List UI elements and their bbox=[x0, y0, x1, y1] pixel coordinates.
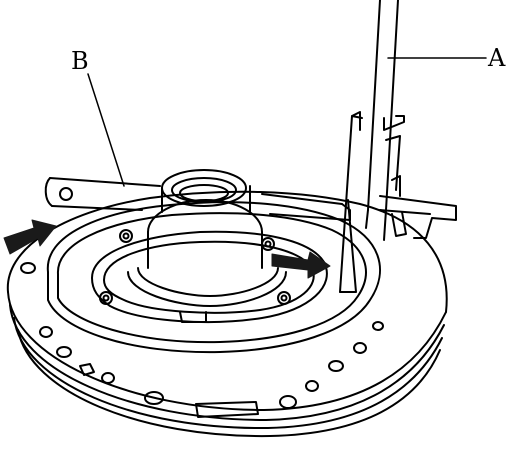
tool-b-bar bbox=[44, 177, 351, 221]
central-hub bbox=[127, 169, 287, 323]
tool-a-rod bbox=[339, 0, 457, 293]
arrow-left bbox=[3, 219, 57, 255]
leader-line-b bbox=[87, 73, 125, 187]
callout-label-a: A bbox=[488, 44, 506, 72]
callout-label-b: B bbox=[71, 47, 89, 75]
leader-lines bbox=[87, 57, 487, 187]
arrow-right bbox=[271, 251, 331, 279]
base-disc bbox=[6, 190, 448, 438]
